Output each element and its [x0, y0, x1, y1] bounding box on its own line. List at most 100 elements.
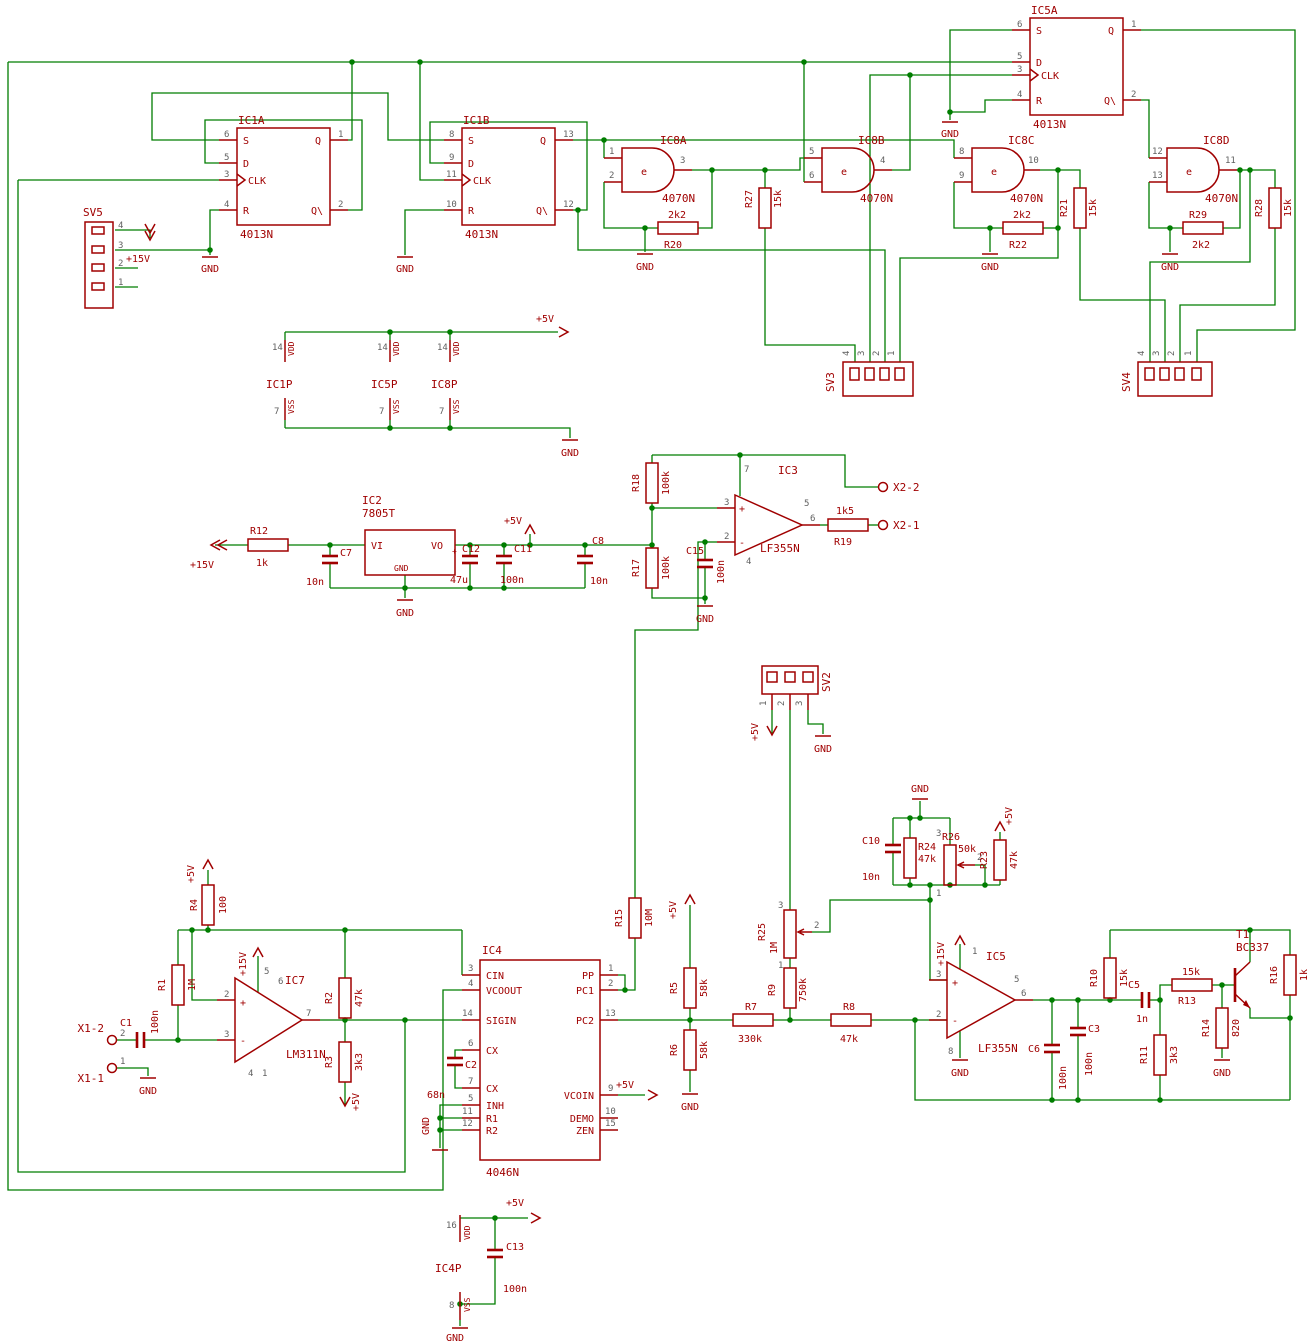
gnd-label: GND — [396, 264, 414, 275]
part-name: R22 — [1009, 240, 1027, 251]
resistor-r22: 2k2 R22 — [1002, 210, 1044, 251]
pin-label: PP — [582, 971, 594, 982]
pin-label: VDD — [287, 341, 296, 356]
capacitor-c1: C1 100n — [120, 1010, 161, 1048]
resistor-r5: R5 58k — [669, 967, 710, 1009]
pin-label: VSS — [452, 399, 461, 414]
pin-label: CX — [486, 1084, 498, 1095]
part-name: C12 — [462, 544, 480, 555]
plus5v-r3: +5V — [339, 1093, 362, 1111]
pin-number: 4 — [248, 1069, 253, 1079]
plus5v-r4: +5V — [186, 859, 214, 883]
plus-sign: + — [240, 998, 246, 1009]
plus5v-reg: +5V — [504, 516, 536, 535]
resistor-r17: R17 100k — [631, 547, 672, 589]
pin-number: 1 — [972, 947, 977, 957]
pin-label: R — [243, 206, 250, 217]
sv3-connector: SV3 4 3 2 1 — [824, 351, 914, 397]
pin-number: 2 — [777, 701, 787, 706]
part-value: 100k — [661, 556, 672, 580]
part-name: R10 — [1089, 969, 1100, 987]
pin-label: CX — [486, 1046, 498, 1057]
sv2-connector: SV2 1 2 3 +5V GND — [750, 665, 833, 755]
plus15v-sv5: +15V — [126, 223, 156, 265]
pin-number: 3 — [936, 970, 941, 980]
supply-label: +15V — [126, 254, 150, 265]
part-value: 1M — [187, 979, 198, 991]
pin-number: 3 — [724, 498, 729, 508]
pin-number: 6 — [278, 977, 283, 987]
part-value: 7805T — [362, 507, 395, 520]
part-value: 750k — [798, 978, 809, 1002]
resistor-r2: R2 47k — [324, 977, 365, 1019]
gnd-c15: GND — [696, 605, 714, 625]
pin-number: 14 — [377, 343, 388, 353]
part-value: 1M — [769, 942, 780, 954]
resistor-r10: R10 15k — [1089, 957, 1130, 999]
pin-number: 5 — [809, 147, 814, 157]
part-name: R26 — [942, 832, 960, 843]
supply-label: +5V — [668, 901, 679, 919]
pin-number: 3 — [118, 241, 123, 251]
part-name: C3 — [1088, 1024, 1100, 1035]
ic5a-flipflop: IC5A 4013N S D CLK R Q Q\ 6 5 3 4 1 2 — [1012, 4, 1141, 131]
pin-number: 7 — [468, 1077, 473, 1087]
pin-label: D — [1036, 58, 1042, 69]
part-name: R23 — [979, 851, 990, 869]
pin-label: DEMO — [570, 1114, 594, 1125]
pin-number: 14 — [437, 343, 448, 353]
part-value: 4013N — [1033, 118, 1066, 131]
pin-label: S — [1036, 26, 1042, 37]
pin-label: VDD — [463, 1225, 472, 1240]
pin-label: CIN — [486, 971, 504, 982]
ic8a-xor-gate: e IC8A 4070N 1 2 3 — [604, 134, 695, 205]
part-name: C10 — [862, 836, 880, 847]
pin-number: 7 — [306, 1009, 311, 1019]
part-value: 47k — [918, 854, 936, 865]
terminal-label: X1-1 — [78, 1072, 105, 1085]
capacitor-c5: C5 1n — [1128, 980, 1151, 1025]
plus-sign: + — [739, 504, 745, 515]
part-value: LM311N — [286, 1048, 326, 1061]
polarity-plus: + — [452, 547, 457, 556]
gnd-label: GND — [814, 744, 832, 755]
gnd-label: GND — [636, 262, 654, 273]
pin-number: 14 — [272, 343, 283, 353]
supply-label: +15V — [936, 942, 947, 966]
pin-label: Q\ — [536, 206, 548, 217]
pin-number: 1 — [338, 130, 343, 140]
gate-symbol: e — [641, 167, 647, 178]
part-name: R8 — [843, 1002, 855, 1013]
gnd-ic5: GND — [951, 1059, 969, 1079]
ic8c-xor-gate: e IC8C 4070N 8 9 10 — [954, 134, 1043, 205]
resistor-r8: R8 47k — [830, 1002, 872, 1045]
junction-dots — [175, 59, 1293, 1307]
supply-label: +5V — [536, 314, 554, 325]
supply-label: +5V — [1004, 807, 1015, 825]
ic2-regulator: IC2 7805T VI VO GND — [362, 494, 456, 576]
part-name: C5 — [1128, 980, 1140, 991]
part-value: 47u — [450, 575, 468, 586]
terminal-x2-2: X2-2 — [877, 481, 920, 494]
part-name: R9 — [767, 984, 778, 996]
pin-number: 1 — [778, 961, 783, 971]
ic8d-xor-gate: e IC8D 4070N 12 13 11 — [1149, 134, 1238, 205]
pin-label: INH — [486, 1101, 504, 1112]
part-name: C7 — [340, 548, 352, 559]
pin-number: 10 — [605, 1107, 616, 1117]
resistor-r11: R11 3k3 — [1139, 1034, 1180, 1076]
potentiometer-r25: R25 1M 3 2 1 — [757, 901, 819, 971]
gnd-power-row: GND — [561, 439, 579, 459]
supply-label: +5V — [750, 723, 761, 741]
resistor-r6: R6 58k — [669, 1029, 710, 1071]
ic4-pll: IC4 4046N CIN VCOOUT SIGIN CX CX INH R1 … — [462, 944, 618, 1179]
terminal-x1-1: X1-1 1 — [78, 1057, 126, 1085]
pin-number: 12 — [462, 1119, 473, 1129]
part-name: R29 — [1189, 210, 1207, 221]
pin-number: 7 — [379, 407, 384, 417]
pin-number: 6 — [468, 1039, 473, 1049]
part-value: 4070N — [662, 192, 695, 205]
part-value: 100k — [661, 471, 672, 495]
part-value: 47k — [354, 989, 365, 1007]
